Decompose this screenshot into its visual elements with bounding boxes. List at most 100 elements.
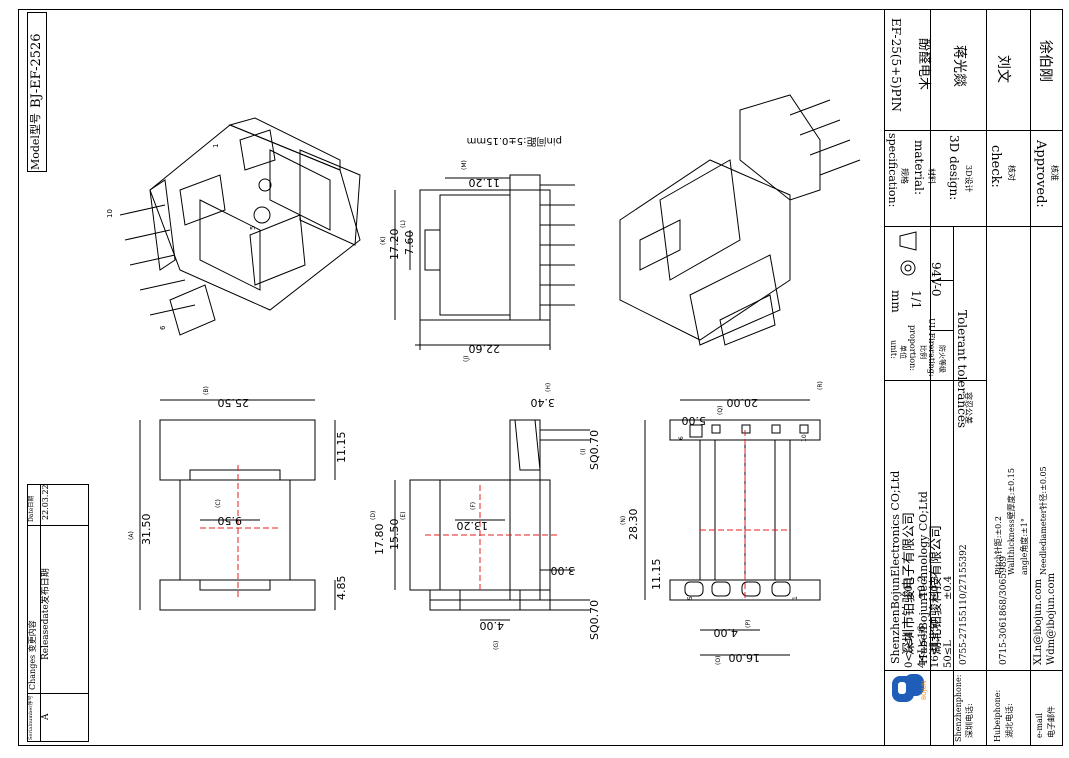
design-value: 蒋光燚: [951, 45, 967, 87]
spec-label-cn: 规格: [900, 168, 909, 184]
v4-dim-9-50: 9.50: [218, 514, 243, 527]
contact-hb-label-cn: 湖北电话:: [1005, 703, 1014, 738]
unit-label-cn: 单位: [899, 345, 907, 359]
tolerance-title-cn: 容忍公差: [964, 392, 973, 424]
approved-label-cn: 核准: [1050, 165, 1059, 181]
iso-view-3: [619, 94, 861, 346]
v5-dim-sq-top: SQ0.70: [588, 430, 601, 470]
v5-letter-h: (H): [545, 383, 552, 392]
changes-table: [27, 484, 89, 742]
approved-label: Approved:: [1033, 140, 1048, 208]
v5-letter-e: (E): [400, 512, 407, 520]
v5-dim-3-00: 3.00: [551, 564, 576, 577]
contact-sz-label-cn: 深圳电话:: [965, 703, 974, 738]
design-label-cn: 3D设计: [964, 165, 973, 193]
model-box: [27, 12, 47, 172]
proportion-label-cn: 比例: [919, 345, 927, 359]
v6-pin-1: 1: [792, 596, 799, 600]
contact-email-2: Wdm@ibojun.com: [1046, 572, 1057, 665]
v2-dim-17-20: 17.20: [388, 229, 401, 261]
contact-email-label: e-mail: [1035, 713, 1044, 738]
v4-dim-25-50: 25.50: [218, 396, 250, 409]
v1-pin-6: 6: [159, 325, 167, 330]
contact-sz-label: Shenzhenphone:: [954, 674, 963, 742]
v1-pin-5: 5: [249, 226, 257, 230]
top-view-4: [139, 399, 336, 611]
check-label: check:: [988, 145, 1003, 188]
approved-value: 徐伯刚: [1037, 40, 1053, 82]
check-value: 刘文: [995, 55, 1011, 83]
v2-letter-k: (K): [380, 236, 387, 245]
company-cn-2: 湖北铂骏科技有限公司: [929, 524, 944, 655]
contact-hb-label: Hubeiphone:: [993, 689, 1002, 742]
v4-letter-b: (B): [203, 386, 210, 395]
material-label: material:: [912, 140, 926, 196]
v2-dim-pitch: pin间距:5±0.15mm: [467, 135, 562, 148]
tolerance-note-2: Wallthickness壁厚度:±0.15: [1007, 468, 1016, 575]
v5-dim-4-00: 4.00: [480, 619, 505, 632]
company-en-1: ShenzhenBojunElectronics CO;Ltd: [889, 470, 902, 664]
v1-pin-1: 1: [212, 144, 220, 148]
tolerance-range-4: 50≤L: [943, 640, 954, 668]
contact-sz-value: 0755-27155110/27155392: [959, 544, 969, 665]
v4-dim-4-85: 4.85: [335, 576, 348, 601]
spec-label: specification:: [886, 133, 899, 208]
v6-dim-20-00: 20.00: [727, 396, 759, 409]
v5-letter-f: (F): [470, 502, 477, 510]
v2-letter-l: (L): [400, 220, 407, 228]
fire-value: 94V-0: [929, 262, 943, 297]
v2-letter-m: (M): [461, 160, 468, 170]
proportion-label: proportion:: [908, 325, 917, 371]
contact-email-label-cn: 电子邮件: [1047, 706, 1056, 738]
side-view-2: [394, 174, 575, 350]
proportion-value: 1/1: [909, 290, 923, 310]
v5-dim-3-40: 3.40: [531, 396, 556, 409]
material-value: 酚醛电木: [916, 38, 931, 91]
material-label-cn: 材料: [927, 168, 936, 184]
v5-letter-g: (G): [493, 641, 500, 650]
tolerance-tol-4: ±0.4: [943, 575, 954, 600]
v6-letter-n: (N): [620, 516, 627, 525]
v6-letter-q: (Q): [717, 406, 724, 415]
v1-pin-10: 10: [106, 209, 114, 218]
tolerance-note-4: Needlediameter针径:±0.05: [1039, 466, 1048, 575]
contact-email-1: XLn@ibojun.com: [1033, 578, 1044, 665]
contact-hb-value: 0715-3061868/3065989: [999, 555, 1009, 665]
logo-text: BOJUN: [921, 681, 928, 700]
title-block: [884, 9, 1063, 746]
v6-dim-5-00: 5.00: [682, 414, 707, 427]
fire-label: UL Firerating:: [927, 318, 936, 377]
projection-symbol: [899, 231, 917, 276]
v6-letter-o: (O): [715, 656, 722, 665]
company-cn-1: 深圳市铂骏电子有限公司: [902, 511, 917, 655]
iso-view-1: [119, 117, 361, 336]
v4-dim-31-50: 31.50: [140, 514, 153, 546]
tolerance-note-3: angle角度:±1°: [1020, 518, 1029, 575]
v5-letter-d: (D): [370, 511, 377, 520]
v5-dim-17-80: 17.80: [373, 524, 386, 556]
v6-dim-11-15: 11.15: [650, 559, 663, 591]
bottom-view-6: [644, 399, 821, 656]
v6-pin-6: 6: [678, 436, 685, 440]
v6-letter-p: (P): [745, 620, 752, 628]
check-label-cn: 核对: [1007, 165, 1016, 181]
v6-dim-28-30: 28.30: [627, 509, 640, 541]
v5-dim-15-50: 15.50: [388, 519, 401, 551]
design-label: 3D design:: [947, 135, 961, 201]
v4-dim-11-15: 11.15: [335, 432, 348, 464]
v2-letter-j: (J): [463, 356, 470, 362]
spec-value: EF-25(5+5)PIN: [889, 18, 903, 112]
company-en-2: HubeiBojunTechnology CO;Ltd: [917, 491, 930, 664]
v6-dim-16-00: 16.00: [729, 651, 761, 664]
v5-letter-i: (I): [580, 449, 587, 455]
v5-dim-sq-bottom: SQ0.70: [588, 600, 601, 640]
v2-dim-7-60: 7.60: [403, 231, 416, 256]
v6-letter-r: (R): [817, 381, 824, 390]
front-view-5: [394, 419, 590, 621]
v2-dim-11-20: 11.20: [469, 176, 501, 189]
v4-letter-a: (A): [128, 531, 135, 540]
bojun-logo: BOJUN: [892, 674, 928, 702]
v6-pin-10: 10: [801, 434, 808, 442]
